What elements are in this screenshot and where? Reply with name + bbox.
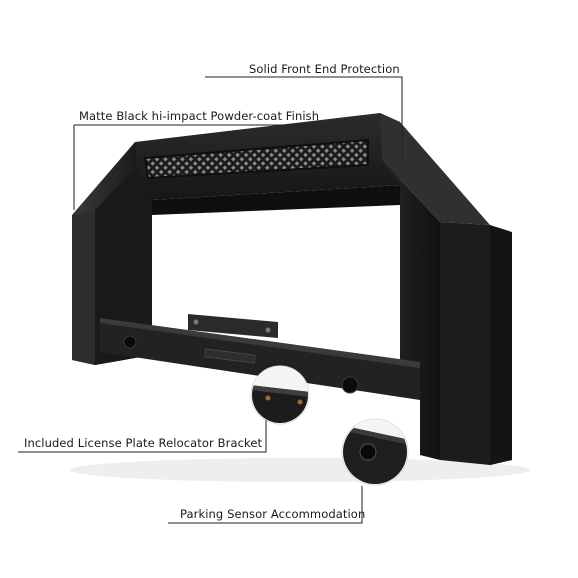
callout-leader-lines: [18, 76, 403, 524]
callout-front-end-protection: Solid Front End Protection: [249, 62, 400, 76]
callout-license-plate-bracket: Included License Plate Relocator Bracket: [24, 436, 263, 450]
callout-powder-coat-finish: Matte Black hi-impact Powder-coat Finish: [79, 109, 320, 123]
leader-sensor: [168, 486, 363, 524]
left-upright: [72, 142, 152, 365]
bracket-detail-circle: [250, 365, 310, 425]
top-bar: [135, 113, 400, 200]
bottom-crossbar: [100, 318, 420, 400]
leader-license: [18, 420, 267, 453]
callout-parking-sensor: Parking Sensor Accommodation: [180, 507, 366, 521]
sensor-detail-circle: [341, 418, 409, 486]
license-plate-bracket: [188, 314, 278, 338]
ground-shadow: [70, 458, 530, 482]
top-mesh-insert: [145, 140, 368, 178]
leader-front-end: [205, 76, 403, 160]
right-upright: [380, 113, 512, 465]
